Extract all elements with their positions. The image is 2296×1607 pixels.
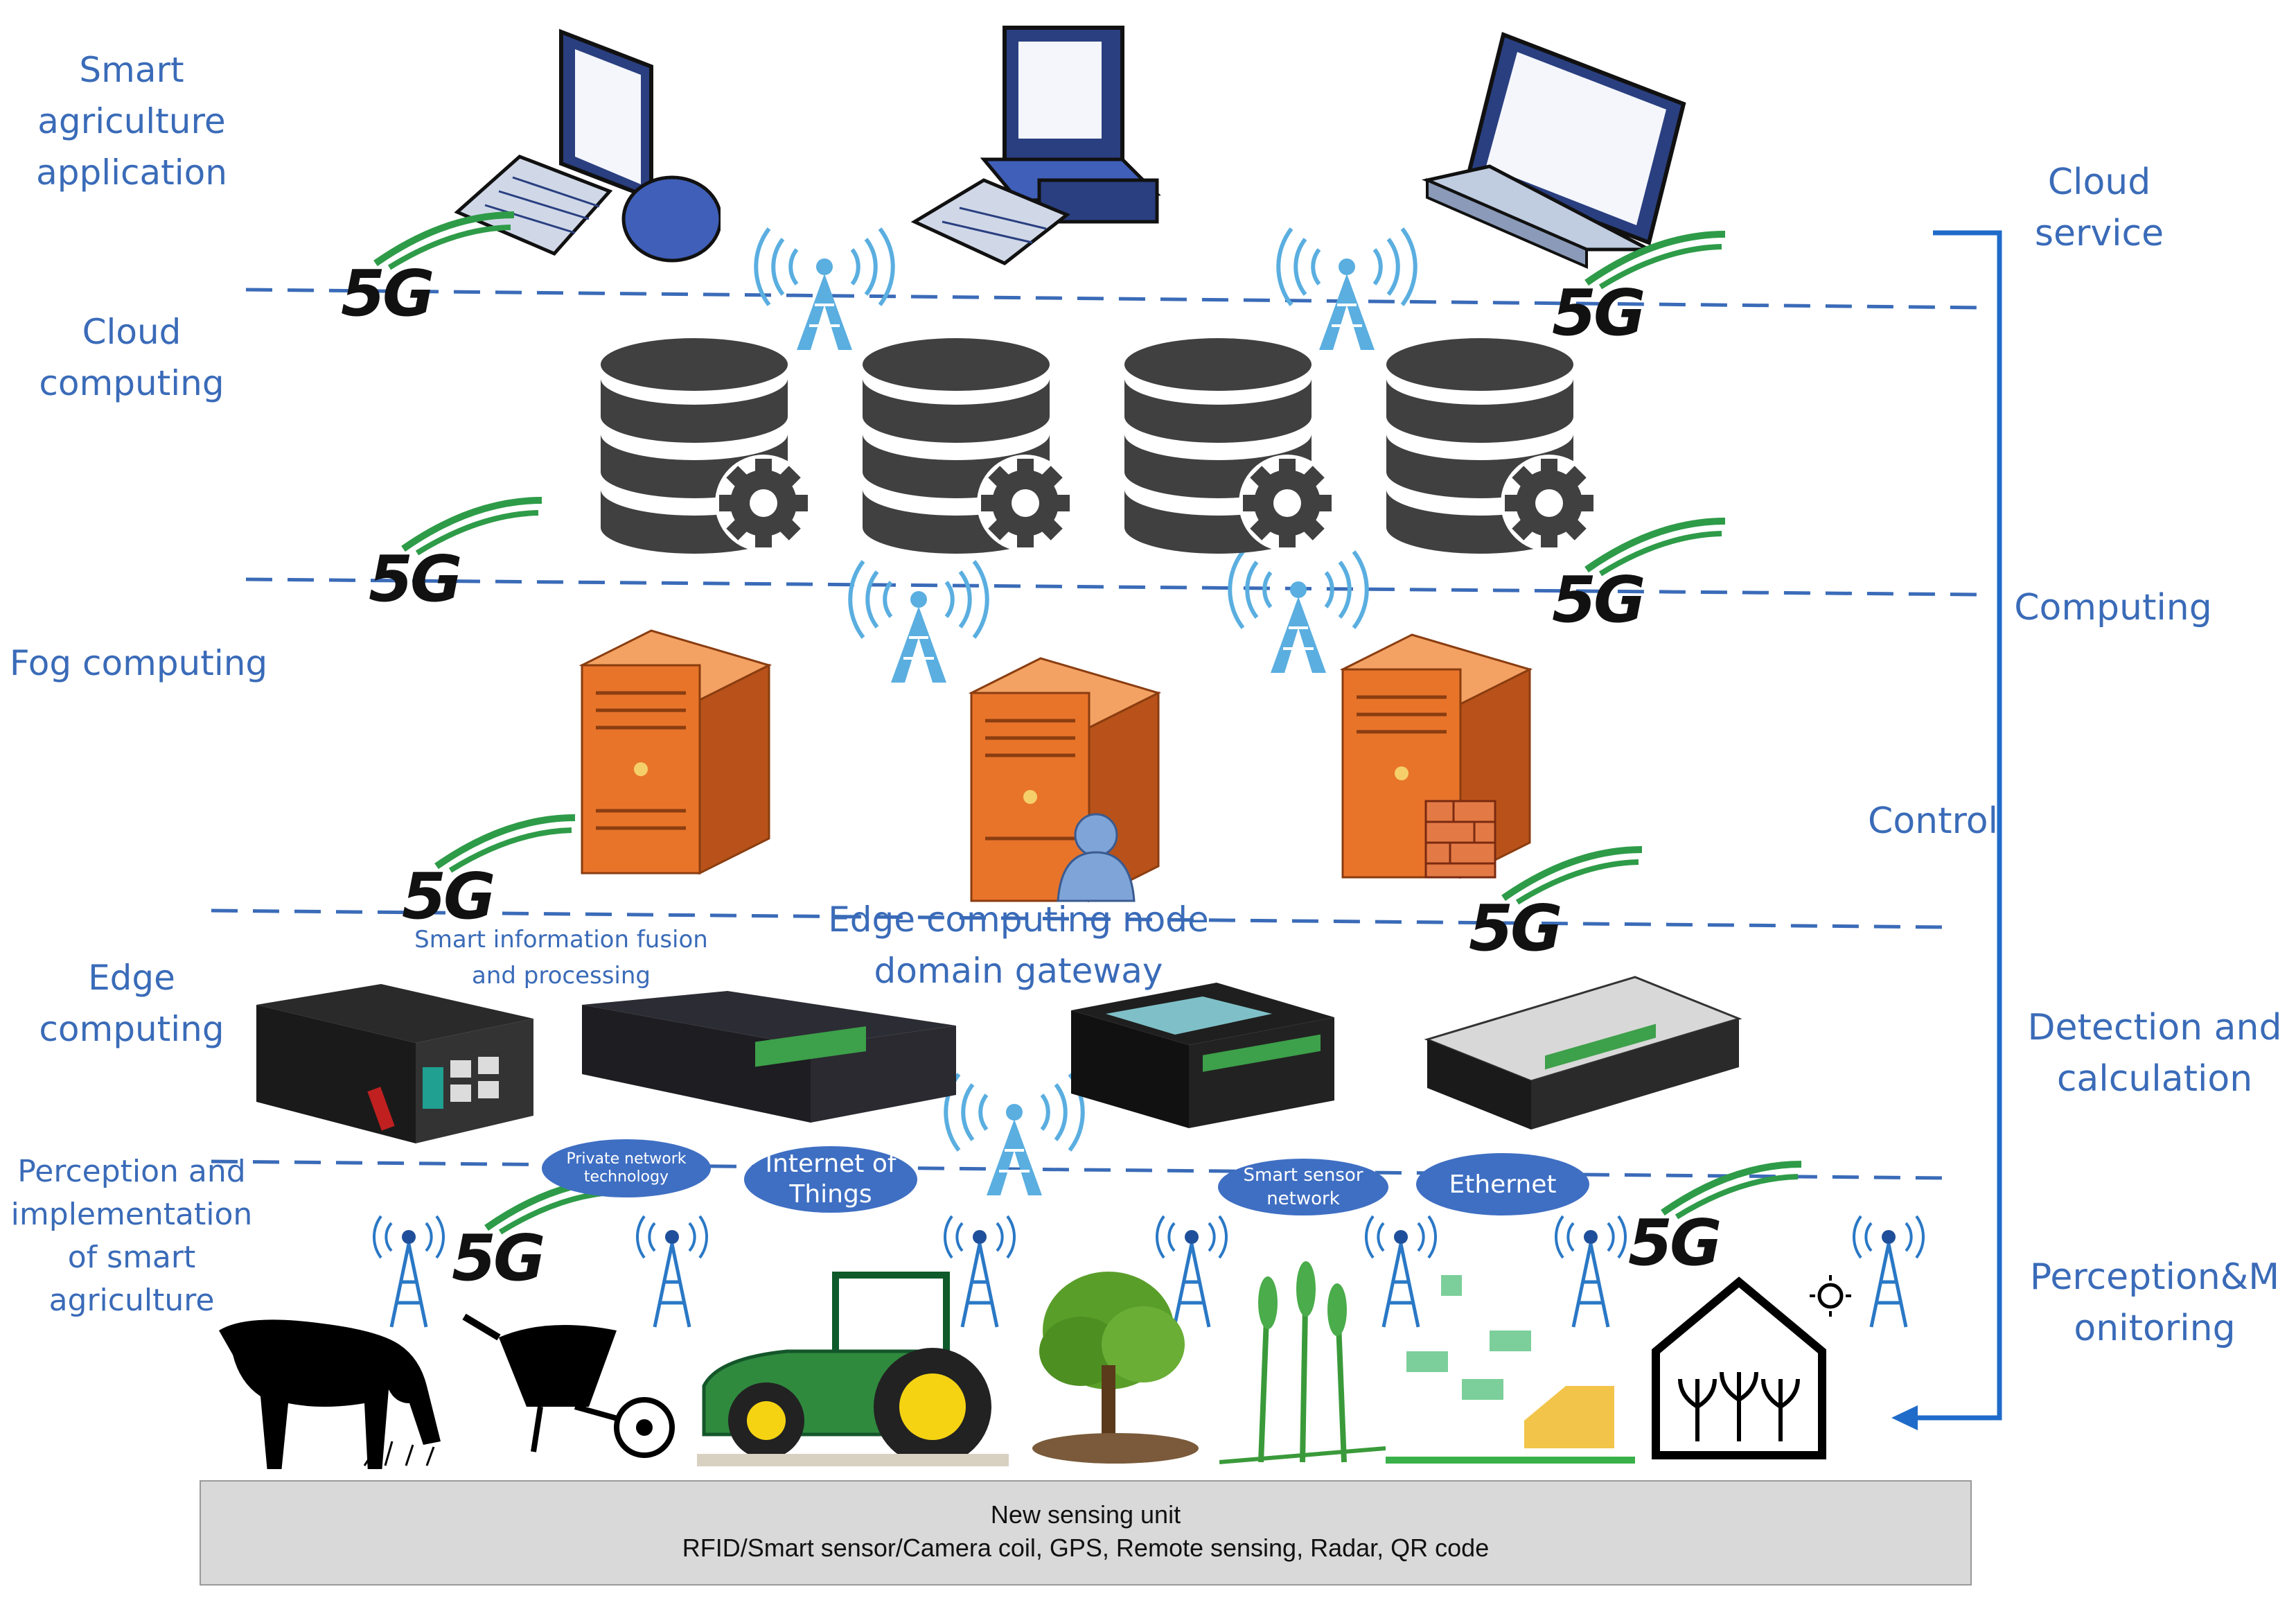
5g-signal-arcs-icon xyxy=(1584,231,1726,290)
5g-badge: 5G xyxy=(1469,846,1643,965)
warehouse-icon xyxy=(1386,1275,1635,1464)
wheelbarrow-icon xyxy=(462,1313,675,1458)
crop-plants-icon xyxy=(1219,1261,1386,1464)
5g-badge: 5G xyxy=(1552,231,1726,350)
edge-controller-icon xyxy=(582,991,956,1123)
flow-label-perception: Perception&Monitoring xyxy=(2029,1256,2280,1349)
5g-badge: 5G xyxy=(369,497,542,616)
flow-label-control: Control xyxy=(1868,800,1998,842)
network-bubble-iot: Internet of Things xyxy=(744,1146,917,1213)
5g-badge: 5G xyxy=(341,211,515,331)
database-gear-icon xyxy=(1124,338,1336,554)
tractor-icon xyxy=(697,1272,1009,1466)
network-bubble-sensor: Smart sensor network xyxy=(1218,1159,1388,1215)
tree-icon xyxy=(1032,1272,1199,1464)
separator-cloud-top xyxy=(245,288,1982,310)
5g-badge: 5G xyxy=(402,814,576,933)
control-bracket xyxy=(1912,230,2002,1421)
5g-signal-arcs-icon xyxy=(1661,1161,1802,1220)
edge-router-icon xyxy=(256,984,533,1143)
5g-badge: 5G xyxy=(452,1176,626,1295)
field-tower-icon xyxy=(373,1215,445,1328)
field-tower-icon xyxy=(1555,1215,1627,1328)
5g-badge: 5G xyxy=(1628,1161,1802,1280)
flow-label-computing: Computing xyxy=(2014,587,2212,629)
sensing-unit-box: New sensing unit RFID/Smart sensor/Camer… xyxy=(200,1480,1972,1586)
layer-label-cloud: Cloud computing xyxy=(39,312,224,403)
desktop-computer-icon xyxy=(454,28,721,263)
database-gear-icon xyxy=(1386,338,1598,554)
field-tower-icon xyxy=(1853,1215,1925,1328)
field-tower-icon xyxy=(1365,1215,1437,1328)
flow-label-cloud-service: Cloud service xyxy=(2034,161,2164,254)
field-tower-icon xyxy=(944,1215,1016,1328)
wireless-tower-icon xyxy=(754,227,895,350)
fog-server-firewall-icon xyxy=(1339,633,1533,879)
5g-signal-arcs-icon xyxy=(1501,846,1643,905)
fusion-processing-label: Smart information fusion and processing xyxy=(414,926,708,990)
network-bubble-private: Private network technology xyxy=(542,1139,711,1197)
database-gear-icon xyxy=(863,338,1074,554)
laptop-icon xyxy=(1421,31,1686,270)
5g-signal-arcs-icon xyxy=(434,814,576,873)
wireless-tower-icon xyxy=(1228,550,1369,673)
edge-gateway-label: Edge computing node domain gateway xyxy=(828,899,1209,991)
layer-label-perception: Perception and implementation of smart a… xyxy=(10,1154,253,1318)
5g-signal-arcs-icon xyxy=(373,211,515,270)
field-tower-icon xyxy=(1156,1215,1228,1328)
layer-label-edge: Edge computing xyxy=(39,958,224,1049)
fog-server-icon xyxy=(579,629,772,875)
edge-display-unit-icon xyxy=(1071,983,1334,1128)
sensing-unit-title: New sensing unit xyxy=(990,1500,1181,1529)
database-gear-icon xyxy=(601,338,812,554)
control-arrowhead xyxy=(1891,1405,1918,1430)
layer-label-app: Smart agriculture application xyxy=(36,50,227,193)
separator-cloud-bottom xyxy=(245,577,1982,597)
network-bubble-ethernet: Ethernet xyxy=(1416,1153,1589,1215)
workstation-computer-icon xyxy=(910,26,1161,265)
flow-label-detection: Detection and calculation xyxy=(2027,1007,2282,1100)
cow-icon xyxy=(219,1319,441,1469)
wireless-tower-icon xyxy=(1276,227,1418,350)
sensing-unit-items: RFID/Smart sensor/Camera coil, GPS, Remo… xyxy=(682,1534,1490,1562)
greenhouse-icon xyxy=(1652,1275,1851,1459)
field-tower-icon xyxy=(636,1215,708,1328)
fog-server-user-icon xyxy=(968,657,1162,903)
5g-signal-arcs-icon xyxy=(401,497,542,556)
5g-badge: 5G xyxy=(1552,518,1726,637)
5g-signal-arcs-icon xyxy=(1584,518,1726,577)
edge-tablet-gateway-icon xyxy=(1424,976,1742,1130)
layer-label-fog: Fog computing xyxy=(9,643,268,683)
wireless-tower-icon xyxy=(848,560,989,683)
